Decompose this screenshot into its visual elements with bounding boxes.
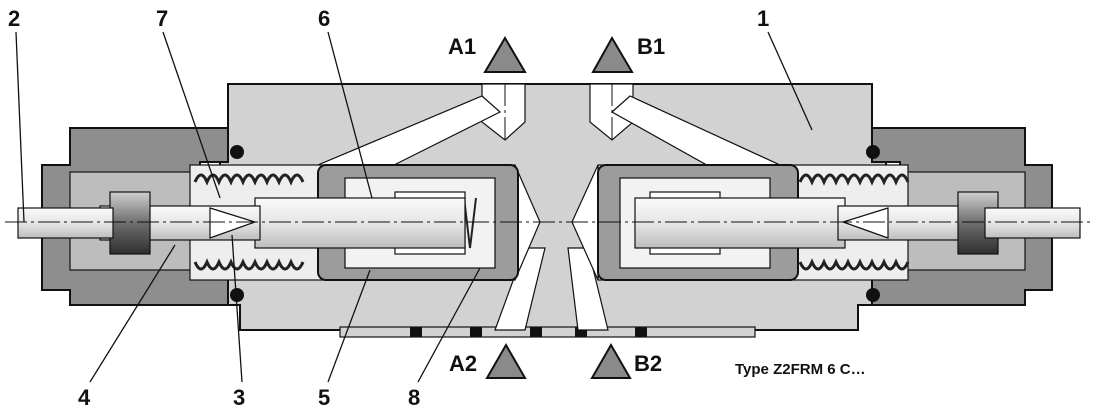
port-label-b2: B2 xyxy=(634,351,662,376)
callout-7: 7 xyxy=(156,6,168,31)
port-label-a2: A2 xyxy=(449,351,477,376)
callout-8: 8 xyxy=(408,385,420,410)
spring-right xyxy=(798,173,910,271)
callout-4: 4 xyxy=(78,385,91,410)
callout-3: 3 xyxy=(233,385,245,410)
flow-channels xyxy=(317,83,781,331)
port-label-a1: A1 xyxy=(448,34,476,59)
callout-5: 5 xyxy=(318,385,330,410)
callout-2: 2 xyxy=(8,6,20,31)
callout-1: 1 xyxy=(757,6,769,31)
type-caption: Type Z2FRM 6 C… xyxy=(735,361,866,378)
callout-6: 6 xyxy=(318,6,330,31)
port-a2-arrow xyxy=(485,342,527,379)
callout-leaders xyxy=(15,31,813,383)
port-b2-arrow xyxy=(590,342,632,379)
spring-left xyxy=(193,173,305,271)
port-b1-arrow xyxy=(591,35,634,73)
port-a1-arrow xyxy=(483,36,527,73)
port-label-b1: B1 xyxy=(637,34,665,59)
throttle-rod-left xyxy=(17,191,466,255)
throttle-rod-right xyxy=(634,191,1081,255)
